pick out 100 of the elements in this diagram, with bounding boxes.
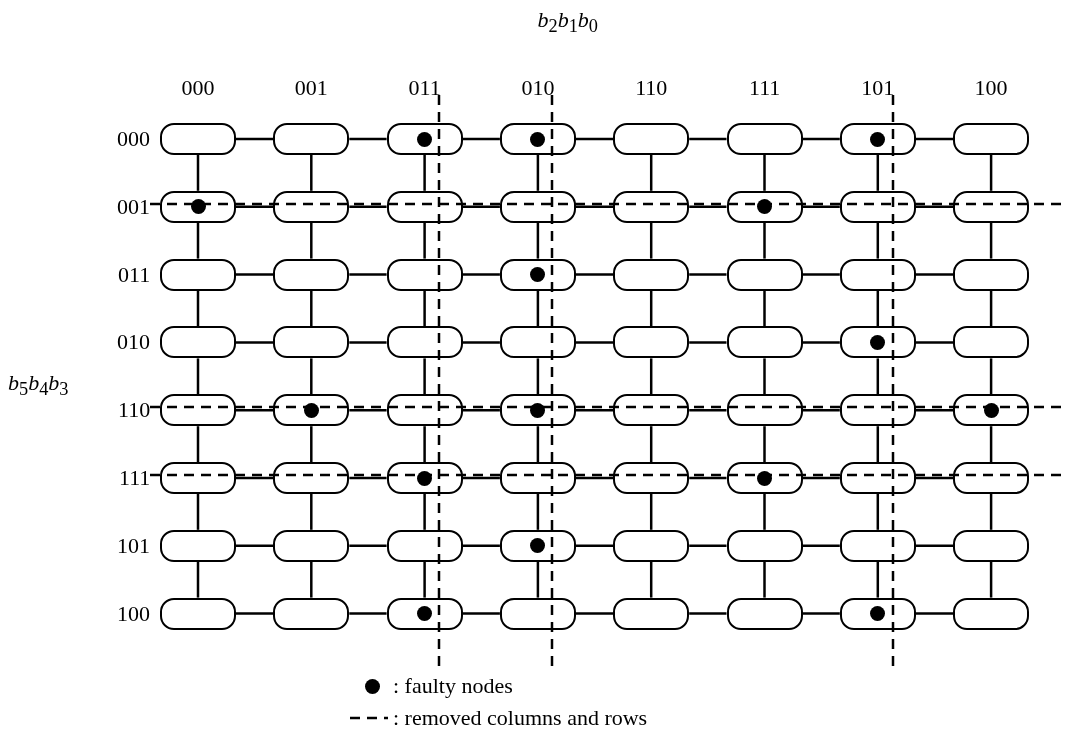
faulty-node-dot	[870, 131, 886, 147]
connector-line	[536, 222, 540, 259]
rounded-node	[839, 462, 916, 494]
connector-line	[575, 137, 614, 141]
connector-line	[763, 222, 766, 259]
connector-line	[310, 290, 313, 327]
connector-line	[196, 494, 200, 530]
connector-line	[575, 544, 614, 548]
connector-line	[915, 205, 954, 209]
connector-line	[689, 476, 727, 480]
connector-line	[802, 205, 840, 209]
connector-line	[236, 544, 274, 548]
rounded-node	[953, 394, 1030, 427]
connector-line	[575, 612, 614, 615]
rounded-node	[160, 190, 236, 223]
legend-text: : faulty nodes	[393, 675, 513, 697]
rounded-node	[273, 529, 350, 562]
rounded-node	[273, 462, 350, 494]
connector-line	[876, 290, 880, 327]
rounded-node	[613, 529, 690, 562]
connector-line	[989, 426, 993, 462]
connector-line	[915, 273, 954, 276]
connector-line	[310, 155, 313, 191]
column-label: 110	[635, 77, 668, 99]
rounded-node	[386, 190, 463, 223]
connector-line	[915, 612, 954, 615]
rounded-node	[160, 529, 236, 562]
connector-line	[989, 358, 993, 395]
connector-line	[689, 408, 727, 412]
connector-line	[649, 155, 653, 191]
connector-line	[536, 426, 540, 462]
row-label: 101	[117, 534, 150, 557]
connector-line	[649, 561, 653, 598]
row-label: 111	[119, 467, 151, 489]
faulty-node-dot	[530, 538, 546, 554]
rounded-node	[839, 597, 916, 630]
faulty-node-dot	[757, 199, 772, 215]
connector-line	[802, 476, 840, 480]
row-label: 000	[117, 128, 150, 150]
connector-line	[423, 561, 426, 598]
rounded-node	[726, 597, 803, 630]
connector-line	[196, 358, 200, 395]
connector-line	[310, 358, 313, 395]
rounded-node	[499, 597, 576, 630]
connector-line	[763, 561, 766, 598]
connector-line	[536, 358, 540, 395]
connector-line	[763, 426, 766, 462]
rounded-node	[953, 190, 1030, 223]
rounded-node	[499, 190, 576, 223]
rounded-node	[160, 326, 236, 359]
column-label: 010	[521, 77, 555, 99]
rounded-node	[273, 190, 350, 223]
connector-line	[689, 544, 727, 548]
connector-line	[349, 341, 387, 344]
rounded-node	[499, 326, 576, 359]
connector-line	[802, 408, 840, 412]
row-label: 110	[118, 399, 151, 422]
rounded-node	[273, 258, 350, 291]
rounded-node	[726, 190, 803, 223]
connector-line	[310, 426, 313, 462]
connector-line	[536, 155, 540, 191]
connector-line	[575, 476, 614, 480]
rounded-node	[499, 123, 576, 155]
connector-line	[423, 494, 426, 530]
connector-line	[763, 155, 766, 191]
rounded-node	[726, 394, 803, 427]
connector-line	[349, 476, 387, 480]
connector-line	[196, 222, 200, 259]
rounded-node	[613, 190, 690, 223]
connector-line	[196, 155, 200, 191]
connector-line	[575, 408, 614, 412]
column-label: 000	[181, 77, 215, 99]
rounded-node	[386, 597, 463, 630]
connector-line	[536, 494, 540, 530]
dashed-line	[436, 95, 441, 668]
rounded-node	[160, 597, 236, 630]
rounded-node	[613, 123, 690, 155]
connector-line	[423, 155, 426, 191]
connector-line	[310, 222, 313, 259]
connector-line	[236, 408, 274, 412]
connector-line	[989, 290, 993, 327]
faulty-node-dot	[530, 267, 546, 283]
connector-line	[423, 358, 426, 395]
connector-line	[462, 408, 500, 412]
row-label: 100	[117, 602, 150, 625]
connector-line	[196, 290, 200, 327]
connector-line	[349, 612, 387, 615]
rounded-node	[499, 394, 576, 427]
connector-line	[763, 358, 766, 395]
rounded-node	[953, 123, 1030, 155]
connector-line	[236, 137, 274, 141]
connector-line	[649, 426, 653, 462]
connector-line	[802, 341, 840, 344]
connector-line	[689, 273, 727, 276]
connector-line	[689, 205, 727, 209]
rounded-node	[160, 258, 236, 291]
rounded-node	[386, 123, 463, 155]
row-label: 011	[118, 263, 151, 286]
connector-line	[462, 205, 500, 209]
connector-line	[989, 561, 993, 598]
